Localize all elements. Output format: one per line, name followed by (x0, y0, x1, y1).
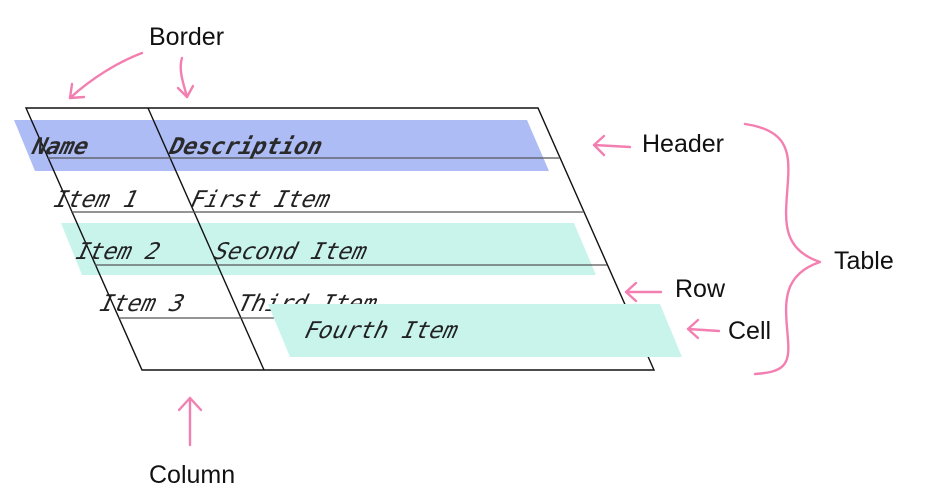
row-1-description: First Item (186, 186, 336, 213)
table-border (24, 107, 656, 371)
label-column: Column (149, 461, 235, 489)
label-table: Table (834, 247, 894, 275)
label-row: Row (675, 275, 726, 303)
border-arrow-right (179, 56, 189, 99)
label-header: Header (642, 130, 724, 158)
label-cell: Cell (728, 317, 771, 345)
header-arrow (592, 134, 632, 157)
row-3-name: Item 3 (95, 290, 190, 317)
row-highlight (61, 223, 596, 275)
column-divider (147, 107, 265, 371)
column-arrow (177, 396, 203, 447)
row-arrow (624, 281, 663, 303)
row-2-name: Item 2 (71, 238, 166, 265)
label-border: Border (149, 23, 224, 51)
border-arrow-right-head (176, 84, 195, 99)
border-arrow-left (68, 51, 144, 100)
cell-arrow (686, 318, 721, 340)
table-brace (743, 122, 822, 376)
header-description: Description (164, 133, 328, 160)
detached-cell-highlight (268, 304, 682, 357)
header-name: Name (27, 133, 94, 160)
detached-cell-text: Fourth Item (300, 317, 464, 344)
row-2-description: Second Item (209, 238, 373, 265)
border-arrows (68, 51, 195, 100)
row-1-name: Item 1 (49, 186, 144, 213)
border-arrow-left-head (68, 82, 86, 100)
